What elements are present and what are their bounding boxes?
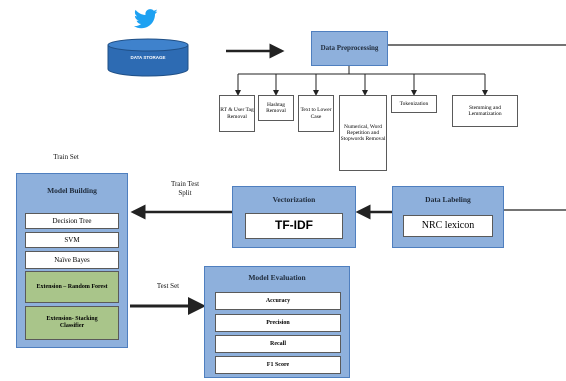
vectorization-title: Vectorization: [272, 195, 316, 204]
model-evaluation-title: Model Evaluation: [248, 273, 306, 282]
twitter-bird-icon: [134, 9, 158, 29]
metric-f1-score: F1 Score: [215, 356, 341, 374]
model-naive-bayes: Naïve Bayes: [25, 251, 119, 269]
train-set-label: Train Set: [53, 153, 79, 161]
model-evaluation-box: Model Evaluation Accuracy Precision Reca…: [204, 266, 350, 378]
model-decision-tree: Decision Tree: [25, 213, 119, 229]
data-storage-label: DATA STORAGE: [130, 55, 166, 61]
database-cylinder-icon: [107, 38, 189, 77]
train-test-split-label: Train Test Split: [170, 180, 200, 197]
preprocessing-step: Text to Lower Case: [298, 95, 334, 132]
nrc-lexicon-method: NRC lexicon: [403, 215, 493, 237]
preprocessing-step: RT & User Tag Removal: [219, 95, 255, 132]
vectorization-box: Vectorization TF-IDF: [232, 186, 356, 248]
data-preprocessing-title: Data Preprocessing: [320, 44, 379, 53]
data-labeling-title: Data Labeling: [425, 195, 471, 204]
test-set-label: Test Set: [156, 282, 180, 290]
extension-random-forest: Extension – Random Forest: [25, 271, 119, 303]
preprocessing-step: Stemming and Lemmatization: [452, 95, 518, 127]
preprocessing-step: Hashtag Removal: [258, 95, 294, 121]
preprocessing-step: Numerical, Word Repetition and Stopwords…: [339, 95, 387, 171]
data-labeling-box: Data Labeling NRC lexicon: [392, 186, 504, 248]
model-building-title: Model Building: [47, 186, 97, 195]
model-building-box: Model Building Decision Tree SVM Naïve B…: [16, 173, 128, 348]
metric-accuracy: Accuracy: [215, 292, 341, 310]
tf-idf-method: TF-IDF: [245, 213, 343, 239]
model-svm: SVM: [25, 232, 119, 248]
metric-precision: Precision: [215, 314, 341, 332]
metric-recall: Recall: [215, 335, 341, 353]
preprocessing-step: Tokenization: [391, 95, 437, 113]
data-preprocessing-box: Data Preprocessing: [311, 31, 388, 66]
extension-stacking-classifier: Extension- Stacking Classifier: [25, 306, 119, 340]
